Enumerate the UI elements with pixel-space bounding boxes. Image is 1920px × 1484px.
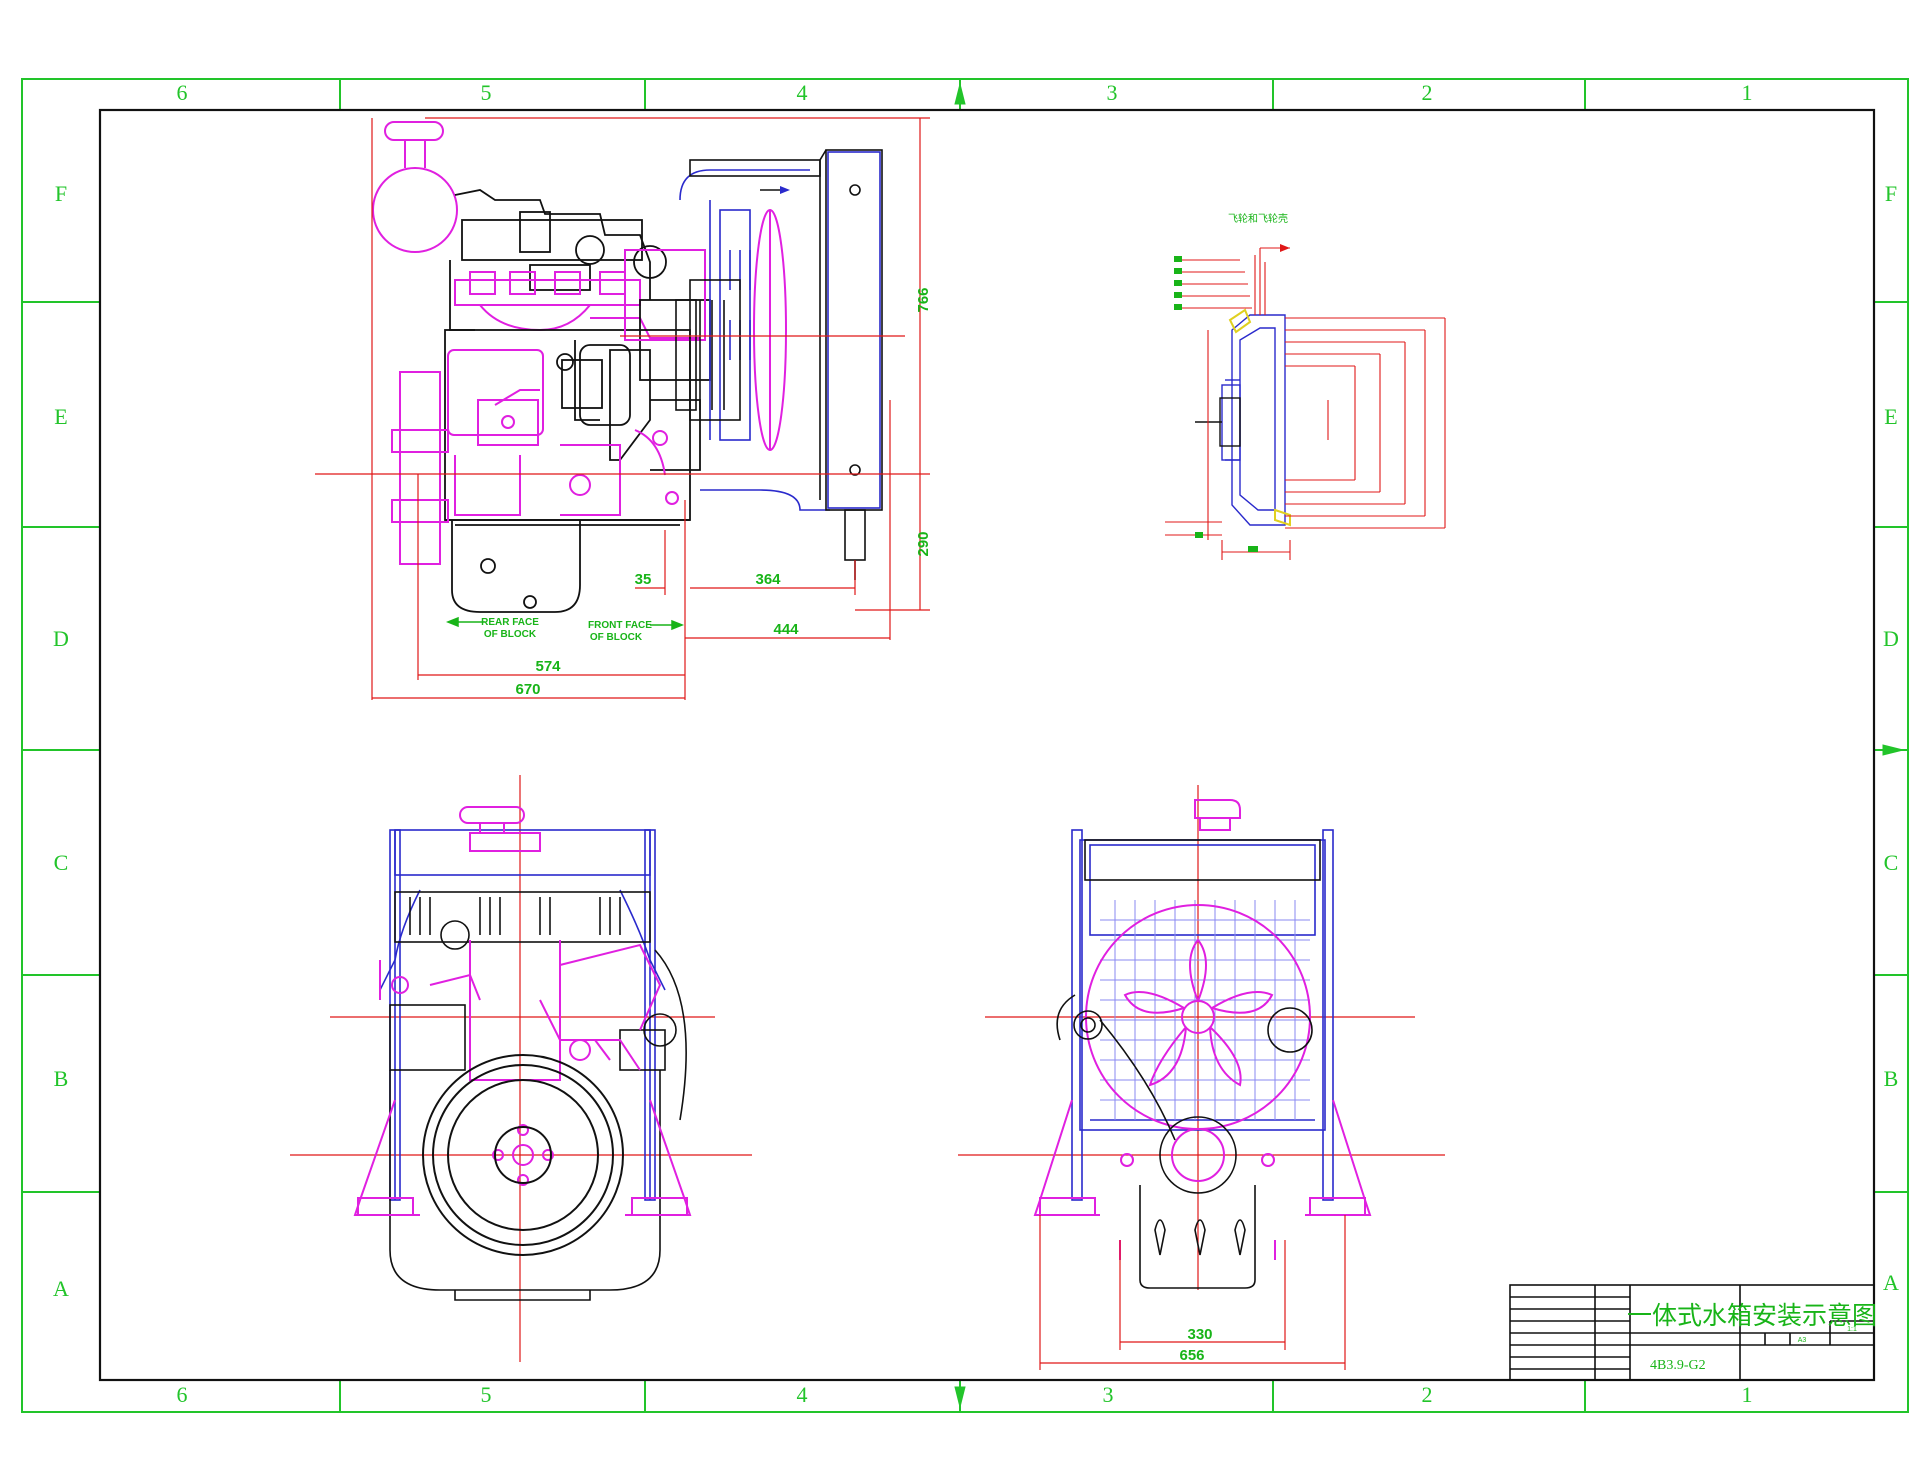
flywheel-caption: 飞轮和飞轮壳 — [1228, 212, 1288, 225]
flywheel-section — [1221, 314, 1286, 526]
fan-drive — [675, 279, 741, 421]
drawing-model: 4B3.9-G2 — [1650, 1358, 1706, 1373]
fuel-pump — [391, 249, 706, 565]
zone-col-bottom-6: 1 — [1742, 1382, 1753, 1407]
zone-col-bottom-4: 3 — [1103, 1382, 1114, 1407]
dim-574: 574 — [535, 658, 561, 675]
drawing-scale: 1:1 — [1847, 1326, 1857, 1333]
zone-row-left-4: C — [54, 850, 69, 875]
drawing-title: 一体式水箱安装示意图 — [1627, 1301, 1877, 1330]
rear-view — [290, 775, 752, 1362]
zone-row-right-2: E — [1884, 404, 1897, 429]
radiator-frame — [689, 149, 883, 580]
zone-row-left-2: E — [54, 404, 67, 429]
zone-row-right-5: B — [1884, 1066, 1899, 1091]
zone-col-top-5: 2 — [1422, 80, 1433, 105]
front-fan — [1033, 799, 1372, 1260]
side-view-dimension-lines — [371, 117, 930, 700]
rear-flywheel — [422, 1054, 624, 1256]
zone-row-right-6: A — [1883, 1270, 1899, 1295]
dim-766: 766 — [915, 287, 932, 312]
centering-marks — [954, 83, 1904, 1408]
engine-block — [444, 299, 711, 613]
zone-row-right-4: C — [1884, 850, 1899, 875]
side-view-centerlines — [315, 335, 930, 475]
rear-magenta-parts — [353, 806, 692, 1216]
dim-364: 364 — [755, 571, 781, 588]
flywheel-detail: 飞轮和飞轮壳 — [1165, 212, 1446, 560]
zone-col-top-6: 1 — [1742, 80, 1753, 105]
zone-col-bottom-2: 5 — [481, 1382, 492, 1407]
flywheel-highlight — [1228, 308, 1291, 527]
cooling-fan — [753, 209, 787, 451]
front-view: 330 656 — [958, 785, 1445, 1370]
front-dimension-lines — [1039, 1215, 1346, 1370]
front-frame — [1071, 829, 1334, 1201]
inner-frame — [98, 108, 1876, 1382]
front-face-label-line1: FRONT FACE — [588, 620, 652, 631]
rear-view-centerlines — [290, 775, 752, 1362]
zone-row-left-6: A — [53, 1276, 69, 1301]
zone-labels: 6 5 4 3 2 1 6 5 4 3 2 1 F E D C B A F E … — [53, 80, 1899, 1407]
dim-656: 656 — [1179, 1347, 1204, 1364]
zone-col-top-4: 3 — [1107, 80, 1118, 105]
zone-row-left-5: B — [54, 1066, 69, 1091]
zone-col-top-1: 6 — [177, 80, 188, 105]
exhaust-manifold — [454, 271, 700, 339]
flywheel-dimension-lines — [1165, 247, 1446, 560]
zone-col-top-3: 4 — [797, 80, 808, 105]
title-block: 一体式水箱安装示意图 4B3.9-G2 A3 1:1 — [1509, 1284, 1877, 1381]
zone-row-right-3: D — [1883, 626, 1899, 651]
flywheel-outline — [1195, 397, 1241, 447]
front-radiator-grid — [1100, 900, 1310, 1120]
sheet-size: A3 — [1798, 1337, 1807, 1344]
dim-444: 444 — [773, 621, 799, 638]
zone-row-left-1: F — [55, 181, 67, 206]
front-view-centerlines — [958, 785, 1445, 1290]
dim-35: 35 — [635, 571, 652, 588]
dim-330: 330 — [1187, 1326, 1212, 1343]
outer-frame — [21, 78, 1909, 1413]
front-face-label-line2: OF BLOCK — [590, 632, 643, 643]
zone-col-bottom-5: 2 — [1422, 1382, 1433, 1407]
dim-670: 670 — [515, 681, 540, 698]
side-view: 766 290 35 364 444 574 670 REAR FACE OF … — [315, 117, 932, 700]
zone-row-right-1: F — [1885, 181, 1897, 206]
air-cleaner — [372, 121, 458, 253]
rear-face-label-line2: OF BLOCK — [484, 629, 537, 640]
front-engine-outline — [1056, 839, 1321, 1289]
block-face-arrows — [445, 616, 685, 631]
zone-row-left-3: D — [53, 626, 69, 651]
rear-engine-body — [389, 891, 687, 1301]
zone-col-bottom-1: 6 — [177, 1382, 188, 1407]
radiator — [679, 151, 881, 511]
flywheel-leader-marks — [1174, 256, 1258, 552]
zone-col-bottom-3: 4 — [797, 1382, 808, 1407]
zone-col-top-2: 5 — [481, 80, 492, 105]
rear-face-label-line1: REAR FACE — [481, 617, 539, 628]
dim-290: 290 — [915, 531, 932, 556]
flywheel-ref-arrow — [1280, 244, 1290, 252]
